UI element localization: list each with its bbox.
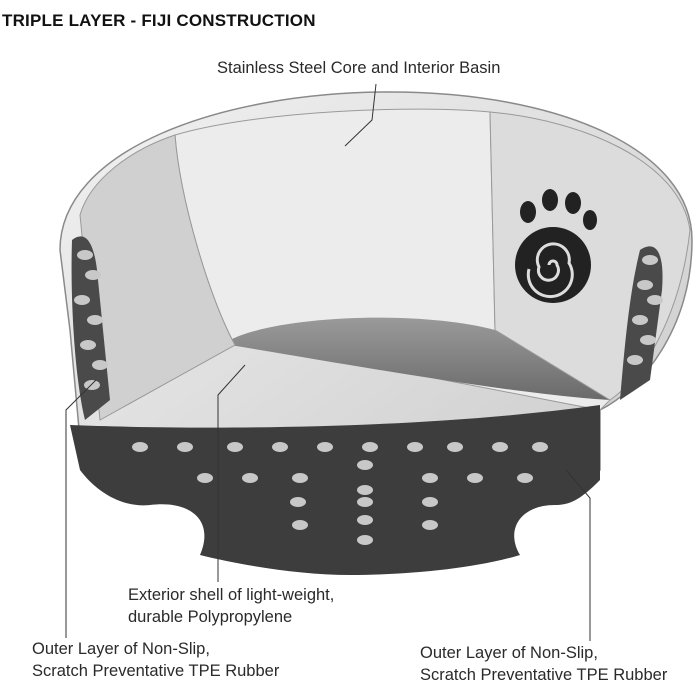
rubber-hole: [85, 270, 101, 280]
callout-rubber-left-line1: Outer Layer of Non-Slip,: [32, 640, 210, 658]
rubber-hole: [467, 473, 483, 483]
callout-rubber-left: Outer Layer of Non-Slip, Scratch Prevent…: [32, 638, 279, 682]
rubber-hole: [87, 315, 103, 325]
callout-shell-line2: durable Polypropylene: [128, 608, 293, 626]
rubber-side-left: [71, 236, 110, 420]
rubber-hole: [407, 442, 423, 452]
rubber-hole: [272, 442, 288, 452]
page-title: TRIPLE LAYER - FIJI CONSTRUCTION: [2, 11, 316, 30]
rubber-hole: [422, 473, 438, 483]
rubber-hole: [492, 442, 508, 452]
rubber-hole: [632, 315, 648, 325]
callout-rubber-left-line2: Scratch Preventative TPE Rubber: [32, 662, 280, 680]
rubber-hole: [84, 380, 100, 390]
rubber-hole: [132, 442, 148, 452]
rubber-holes: [74, 250, 663, 545]
rubber-hole: [197, 473, 213, 483]
rubber-hole: [317, 442, 333, 452]
rubber-hole: [627, 355, 643, 365]
rubber-hole: [227, 442, 243, 452]
callout-shell: Exterior shell of light-weight, durable …: [128, 584, 334, 628]
rubber-hole: [177, 442, 193, 452]
rubber-hole: [357, 485, 373, 495]
rubber-hole: [357, 515, 373, 525]
rubber-hole: [357, 460, 373, 470]
callout-core: Stainless Steel Core and Interior Basin: [217, 59, 501, 77]
rubber-hole: [447, 442, 463, 452]
rubber-hole: [92, 360, 108, 370]
callout-rubber-right: Outer Layer of Non-Slip, Scratch Prevent…: [420, 642, 667, 686]
callout-shell-line1: Exterior shell of light-weight,: [128, 586, 335, 604]
rubber-hole: [640, 335, 656, 345]
rubber-hole: [357, 497, 373, 507]
rubber-hole: [422, 520, 438, 530]
rubber-hole: [292, 473, 308, 483]
cutaway-left: [79, 134, 236, 421]
rubber-hole: [357, 535, 373, 545]
leader-rubber-right: [565, 469, 591, 641]
rubber-hole: [517, 473, 533, 483]
rubber-band: [70, 405, 600, 575]
leader-rubber-left: [65, 379, 97, 638]
rubber-hole: [74, 295, 90, 305]
rubber-hole: [642, 255, 658, 265]
leader-shell: [217, 364, 246, 582]
callout-rubber-right-line1: Outer Layer of Non-Slip,: [420, 644, 598, 662]
rubber-hole: [80, 340, 96, 350]
paw-logo-icon: [515, 189, 597, 303]
rubber-hole: [292, 520, 308, 530]
leader-core: [344, 83, 377, 147]
rubber-hole: [290, 497, 306, 507]
rubber-hole: [77, 250, 93, 260]
rubber-hole: [362, 442, 378, 452]
callout-rubber-right-line2: Scratch Preventative TPE Rubber: [420, 666, 668, 684]
rubber-hole: [647, 295, 663, 305]
rubber-hole: [242, 473, 258, 483]
rubber-hole: [637, 280, 653, 290]
rubber-hole: [532, 442, 548, 452]
rubber-hole: [422, 497, 438, 507]
